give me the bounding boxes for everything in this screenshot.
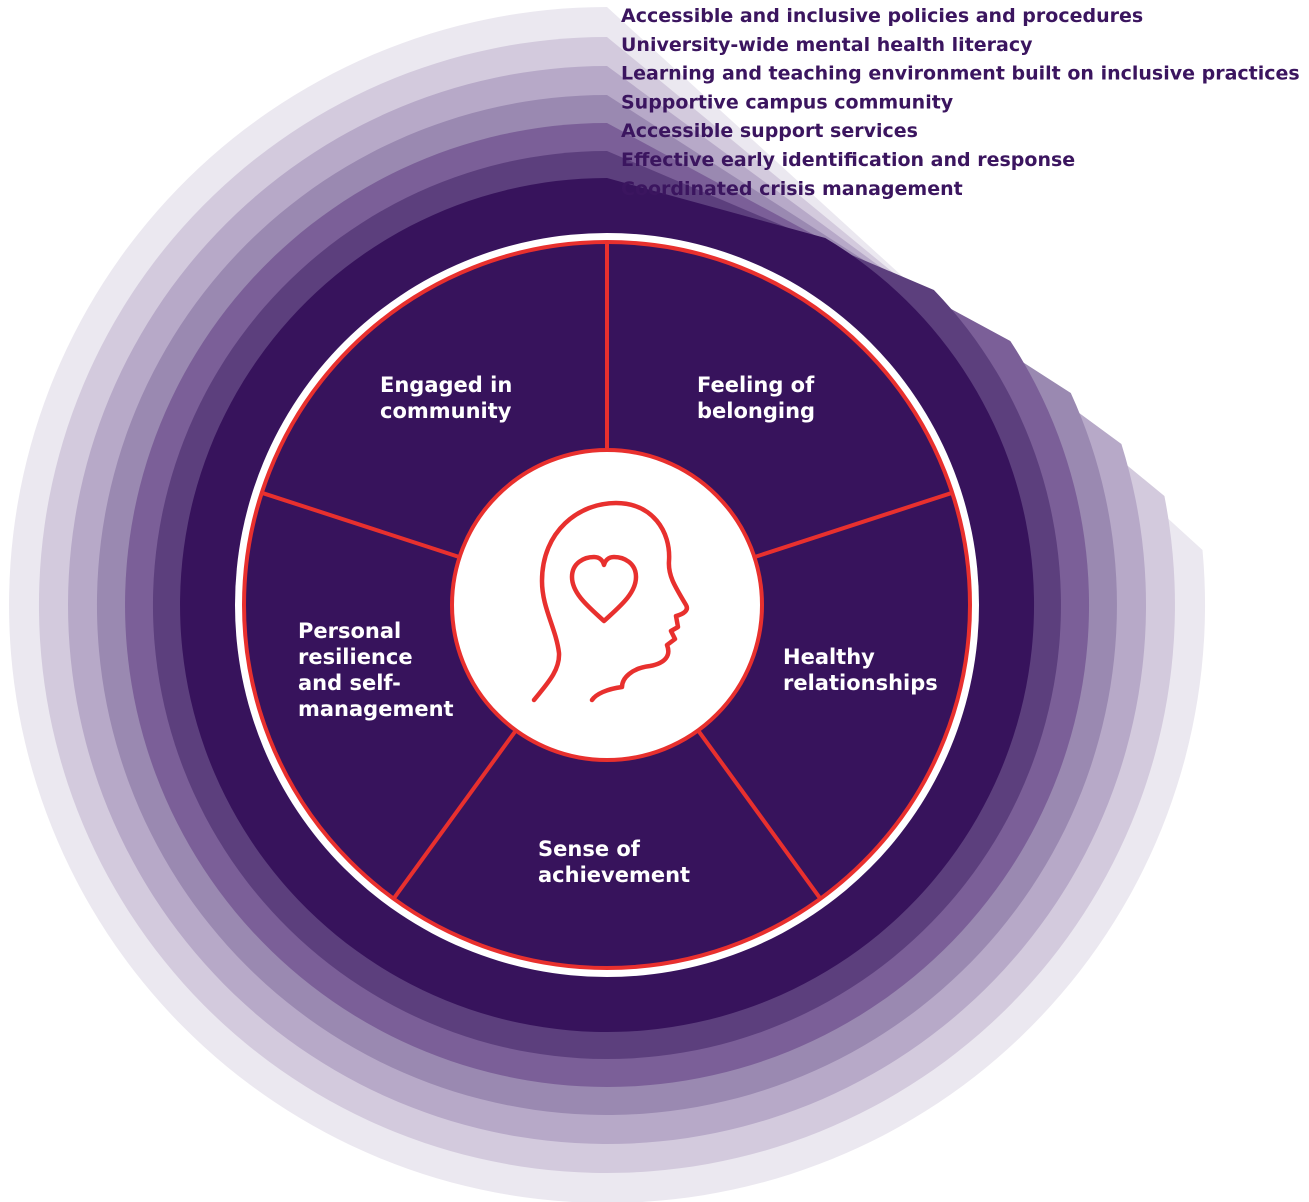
head-outline [531, 500, 690, 703]
center-disc [450, 448, 764, 762]
ring-labels: Accessible and inclusive policies and pr… [621, 5, 1300, 200]
segment-label-line: belonging [697, 399, 815, 423]
segment-divider-4 [391, 729, 518, 900]
ring-label-3: Learning and teaching environment built … [621, 63, 1300, 85]
ring-label-5: Accessible support services [621, 120, 918, 142]
segment-label-line: relationships [783, 671, 938, 695]
segment-label-line: management [298, 697, 454, 721]
segment-label-line: Sense of [538, 837, 641, 861]
segment-label-line: and self- [298, 671, 401, 695]
ring-label-4: Supportive campus community [621, 91, 954, 113]
segment-label-line: Healthy [783, 645, 875, 669]
segment-divider-2 [753, 490, 953, 560]
head-with-heart-icon [531, 500, 690, 703]
ring-label-2: University-wide mental health literacy [621, 34, 1033, 56]
segment-label-line: community [380, 399, 512, 423]
ring-label-7: Coordinated crisis management [621, 178, 963, 200]
center-circle [450, 448, 764, 762]
ring-label-6: Effective early identification and respo… [621, 149, 1075, 171]
ring-label-1: Accessible and inclusive policies and pr… [621, 5, 1143, 27]
segment-label-line: Engaged in [380, 373, 512, 397]
segment-label-line: resilience [298, 645, 413, 669]
segment-label-line: Feeling of [697, 373, 815, 397]
segment-divider-5 [261, 490, 461, 560]
heart-icon [569, 554, 639, 624]
segment-divider-3 [696, 729, 823, 900]
segment-label-line: achievement [538, 863, 690, 887]
segment-label-line: Personal [298, 619, 401, 643]
